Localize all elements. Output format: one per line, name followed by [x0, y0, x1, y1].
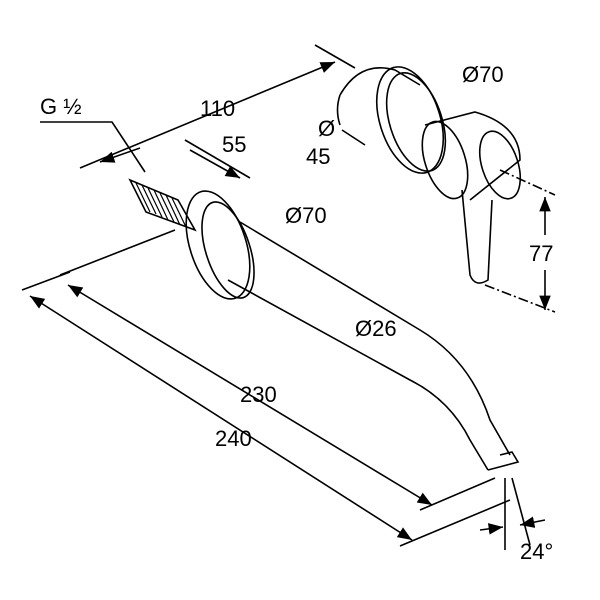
valve-inner-diameter-label: 45: [306, 144, 331, 169]
angle-line: [511, 477, 531, 546]
extension-line: [419, 477, 496, 511]
wall-flange-rim: [201, 201, 255, 299]
spout-pipe: [227, 221, 511, 471]
extension-line: [59, 229, 176, 276]
dim-55-line: [99, 147, 141, 163]
dim-230-label: 230: [240, 382, 277, 407]
thread-label: G ½: [40, 94, 82, 119]
centerline: [499, 169, 556, 196]
valve-inner-diameter-symbol: Ø: [318, 116, 336, 141]
spout-outlet: [487, 451, 520, 471]
angle-arrow: [519, 516, 546, 528]
flange-diameter-label: Ø70: [285, 203, 327, 228]
extension-line: [21, 271, 71, 291]
extension-line: [314, 44, 356, 69]
extension-line: [399, 499, 511, 547]
angle-arrow: [479, 523, 504, 535]
threaded-connector: [128, 178, 197, 232]
mixer-valve: [336, 66, 522, 284]
dim-110-line: [79, 61, 336, 169]
pipe-diameter-label: Ø26: [355, 316, 397, 341]
dim-240-label: 240: [215, 426, 252, 451]
valve-diameter-label: Ø70: [462, 62, 504, 87]
thread-leader: [40, 121, 146, 173]
angle-label: 24°: [520, 539, 554, 564]
dim-110-label: 110: [200, 96, 236, 121]
extension-line: [184, 139, 251, 179]
dim-77-label: 77: [529, 241, 554, 266]
dim-55-label: 55: [222, 132, 247, 157]
dim-55-line: [189, 149, 241, 179]
lever-handle: [461, 189, 493, 284]
dim-240-line: [29, 295, 413, 541]
